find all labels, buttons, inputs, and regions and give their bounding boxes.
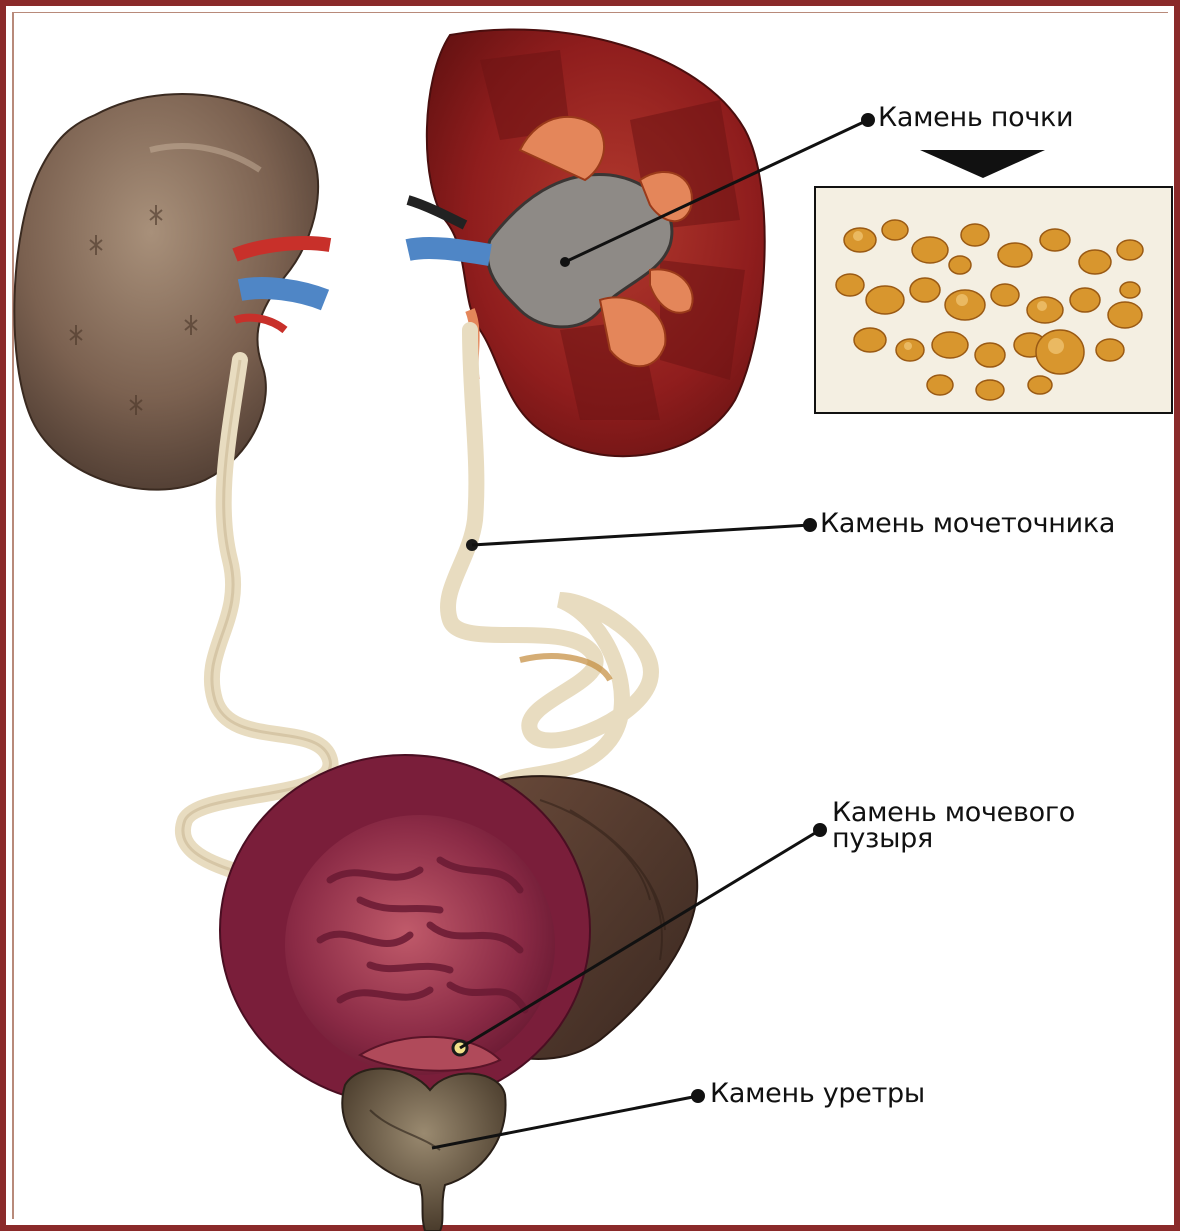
ureter-stone-dot (803, 518, 817, 532)
right-kidney-section (408, 29, 765, 456)
down-arrow-icon (920, 150, 1045, 178)
bladder-section (220, 755, 590, 1105)
ureter-stone-pointer (472, 525, 810, 545)
label-urethra-stone: Камень уретры (710, 1080, 925, 1107)
left-kidney (14, 94, 330, 490)
kidney-stones-photo (815, 150, 1172, 413)
bladder-stone-dot (813, 823, 827, 837)
kidney-stone-dot (861, 113, 875, 127)
label-ureter-stone: Камень мочеточника (820, 510, 1115, 537)
left-renal-vein (240, 288, 325, 300)
right-renal-vein (408, 248, 490, 255)
kidney-stone-marker (560, 257, 570, 267)
urethra-stone-dot (691, 1089, 705, 1103)
urethra (342, 1069, 505, 1231)
label-kidney-stone: Камень почки (878, 104, 1073, 131)
label-bladder-stone: Камень мочевого пузыря (832, 800, 1132, 851)
